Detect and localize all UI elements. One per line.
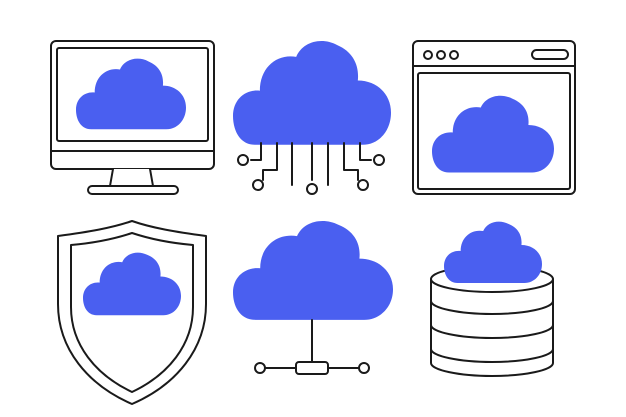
circuit-node [373,154,385,166]
circuit-node [252,179,264,191]
database-cloud-icon [430,221,554,377]
circuit-node [237,154,249,166]
cloud-network-icon [233,220,393,375]
monitor-cloud-icon [50,40,215,195]
cloud-icon [444,221,542,283]
cloud-icon [233,40,391,145]
circuit-node [357,179,369,191]
window-dot [449,50,459,60]
shield-cloud-icon [57,220,207,405]
window-dot [423,50,433,60]
network-node [254,362,266,374]
circuit-node [306,183,318,195]
cloud-circuit-icon [233,40,391,195]
cloud-icon [233,220,393,320]
window-dot [436,50,446,60]
network-node [358,362,370,374]
browser-cloud-icon [412,40,576,195]
